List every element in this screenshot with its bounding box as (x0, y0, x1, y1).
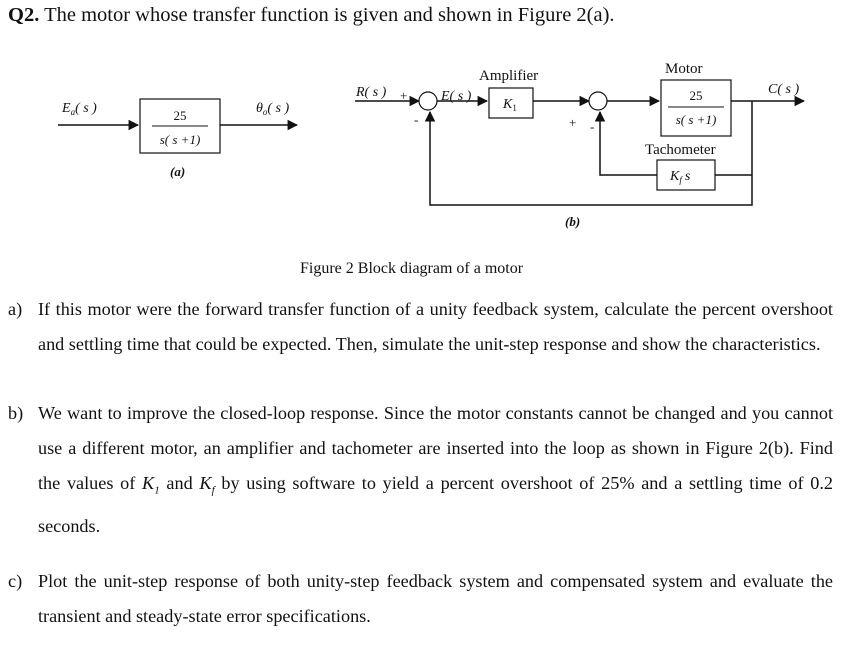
part-a: a) If this motor were the forward transf… (8, 292, 833, 362)
sum1-plus-sign: + (400, 88, 407, 103)
figure-a: Ea( s ) 25 s( s +1) θo( s ) (a) (58, 98, 299, 179)
motor-denominator: s( s +1) (676, 112, 717, 127)
fig-a-label: (a) (170, 164, 185, 179)
outer-feedback-path (424, 101, 753, 206)
question-number: Q2. (8, 4, 40, 26)
fig-b-output-label: C( s ) (768, 82, 799, 97)
amplifier-title: Amplifier (479, 68, 538, 84)
fig-b-label: (b) (565, 214, 580, 229)
motor-title: Motor (665, 61, 703, 77)
amplifier-block (488, 87, 534, 119)
fig-a-denominator: s( s +1) (160, 132, 201, 147)
part-c-text: Plot the unit-step response of both unit… (38, 571, 833, 626)
fig-a-output-label: θo( s ) (256, 101, 290, 117)
part-c: c) Plot the unit-step response of both u… (8, 564, 833, 634)
figure-b: R( s ) + - E( s ) Amplifier K1 + - Motor… (355, 61, 806, 229)
summing-junction-1 (418, 91, 438, 111)
question-title: Q2. The motor whose transfer function is… (8, 4, 615, 27)
part-c-label: c) (8, 571, 23, 591)
amplifier-gain: K1 (502, 97, 517, 113)
part-a-label: a) (8, 299, 23, 319)
part-b: b) We want to improve the closed-loop re… (8, 396, 833, 544)
fig-b-input-label: R( s ) (355, 85, 387, 100)
figure-caption: Figure 2 Block diagram of a motor (300, 260, 524, 277)
tachometer-title: Tachometer (645, 142, 716, 158)
part-b-label: b) (8, 403, 24, 423)
summing-junction-2 (588, 91, 608, 111)
fig-a-numerator: 25 (174, 108, 187, 123)
part-a-text: If this motor were the forward transfer … (38, 299, 833, 354)
motor-numerator: 25 (690, 88, 703, 103)
k1-symbol: K1 (142, 473, 160, 497)
sum2-plus-sign: + (569, 115, 576, 130)
motor-block (660, 79, 732, 137)
question-text: The motor whose transfer function is giv… (39, 4, 615, 26)
part-b-text: We want to improve the closed-loop respo… (38, 403, 833, 536)
fig-a-input-label: Ea( s ) (61, 101, 97, 117)
inner-feedback-path (594, 110, 657, 176)
kf-symbol: Kf (199, 473, 215, 497)
sum1-minus-sign: - (414, 112, 418, 127)
sum2-minus-sign: - (590, 119, 594, 134)
block-diagram-figure: Ea( s ) 25 s( s +1) θo( s ) (a) R( s ) +… (58, 61, 806, 229)
